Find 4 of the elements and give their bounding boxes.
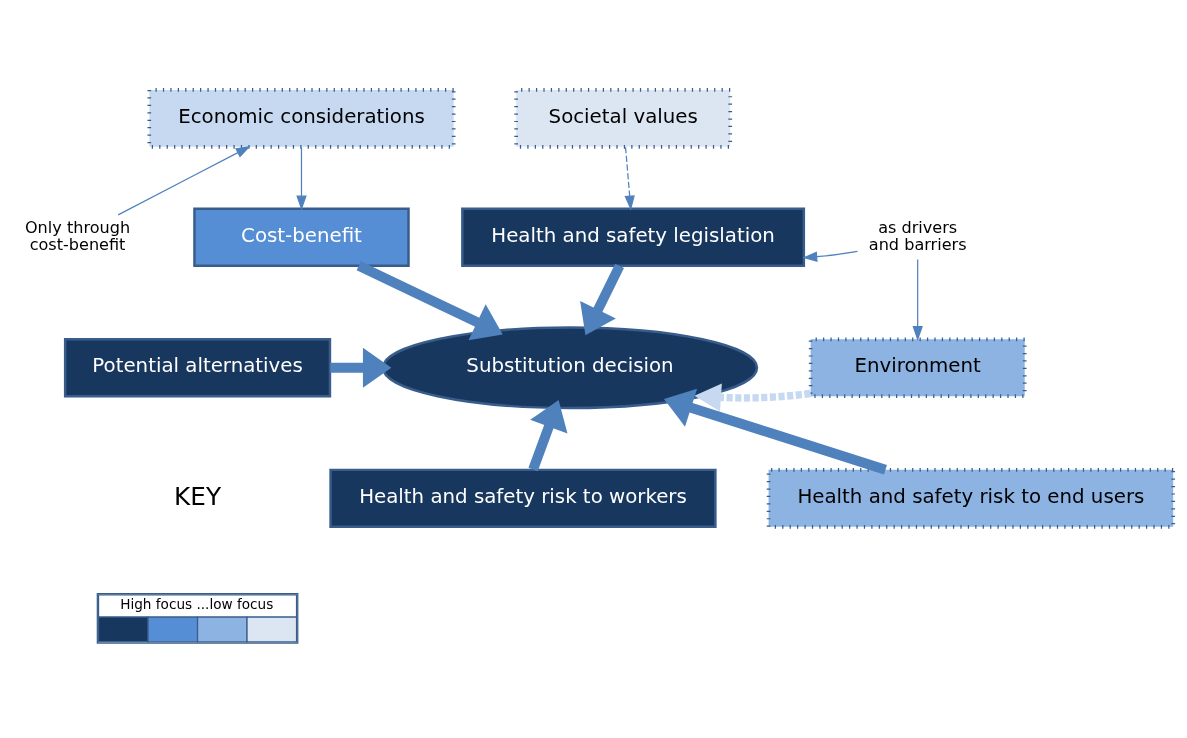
node-text: as drivers and barriers bbox=[868, 217, 967, 255]
label: KEY bbox=[174, 481, 222, 511]
node-text: Only through cost-benefit bbox=[24, 217, 131, 255]
legend-label: High focus ...low focus bbox=[120, 596, 274, 613]
